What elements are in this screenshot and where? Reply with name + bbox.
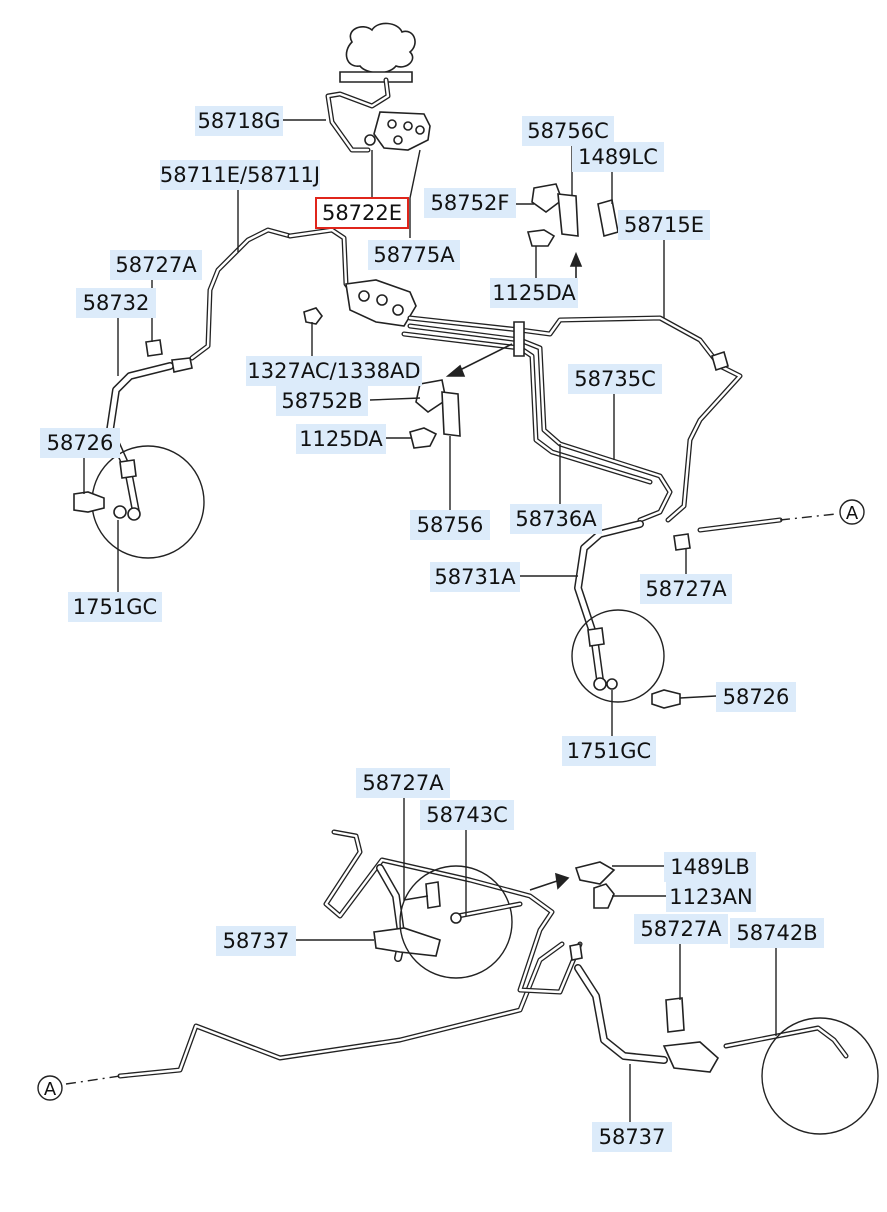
label-58727a-right-text: 58727A [645,577,727,601]
label-1123an-text: 1123AN [669,885,753,909]
label-58756-text: 58756 [417,513,484,537]
master-cylinder-assembly [339,22,431,151]
label-58722e-text: 58722E [322,201,402,225]
ref-a-bottom: A [37,1075,63,1101]
label-58752f-text: 58752F [431,191,510,215]
label-58775a-text: 58775A [373,243,455,267]
label-1751gc-right[interactable]: 1751GC [562,736,656,766]
ref-a-top-text: A [846,503,859,524]
label-1327ac-text: 1327AC/1338AD [247,359,420,383]
label-58727a-rear2[interactable]: 58727A [634,914,728,944]
label-1489lc-text: 1489LC [578,145,658,169]
label-58752f[interactable]: 58752F [424,188,516,218]
label-58736a[interactable]: 58736A [510,504,602,534]
label-58742b-text: 58742B [736,921,817,945]
label-1489lc[interactable]: 1489LC [572,142,664,172]
label-58718g[interactable]: 58718G [195,106,283,136]
label-58727a-left[interactable]: 58727A [110,250,202,280]
label-58727a-rear-text: 58727A [362,771,444,795]
label-58756[interactable]: 58756 [410,510,490,540]
label-58756c-text: 58756C [527,119,608,143]
label-1751gc-left-text: 1751GC [73,595,157,619]
label-1489lb[interactable]: 1489LB [664,852,756,882]
label-58735c[interactable]: 58735C [568,364,662,394]
label-1123an[interactable]: 1123AN [666,882,756,912]
label-58718g-text: 58718G [197,109,280,133]
label-58743c[interactable]: 58743C [420,800,514,830]
label-58711e-58711j[interactable]: 58711E/58711J [160,160,320,190]
label-58737-left[interactable]: 58737 [216,926,296,956]
ref-a-bottom-text: A [44,1079,57,1100]
label-58726-right[interactable]: 58726 [716,682,796,712]
label-1125da-top-text: 1125DA [492,281,576,305]
label-58756c[interactable]: 58756C [522,116,614,146]
label-58727a-right[interactable]: 58727A [640,574,732,604]
label-58726-right-text: 58726 [723,685,790,709]
label-58727a-rear2-text: 58727A [640,917,722,941]
label-58722e-highlighted[interactable]: 58722E [315,197,409,229]
label-1125da-mid[interactable]: 1125DA [296,424,386,454]
label-1125da-top[interactable]: 1125DA [490,278,578,308]
label-58742b[interactable]: 58742B [730,918,824,948]
label-58752b-text: 58752B [281,389,362,413]
label-58732-text: 58732 [83,291,150,315]
label-58732[interactable]: 58732 [76,288,156,318]
label-58737-right-text: 58737 [599,1125,666,1149]
label-58737-left-text: 58737 [223,929,290,953]
label-58711e-58711j-text: 58711E/58711J [160,163,320,187]
label-58727a-left-text: 58727A [115,253,197,277]
label-1125da-mid-text: 1125DA [299,427,383,451]
label-58726-left[interactable]: 58726 [40,428,120,458]
label-58752b[interactable]: 58752B [276,386,368,416]
label-58727a-rear[interactable]: 58727A [356,768,450,798]
label-58715e-text: 58715E [624,213,704,237]
label-1751gc-left[interactable]: 1751GC [68,592,162,622]
label-58726-left-text: 58726 [47,431,114,455]
ref-a-top: A [839,499,865,525]
label-58737-right[interactable]: 58737 [592,1122,672,1152]
label-58735c-text: 58735C [574,367,655,391]
label-58736a-text: 58736A [515,507,597,531]
label-1327ac-1338ad[interactable]: 1327AC/1338AD [246,356,422,386]
label-58743c-text: 58743C [426,803,507,827]
label-1751gc-right-text: 1751GC [567,739,651,763]
label-1489lb-text: 1489LB [670,855,750,879]
label-58715e[interactable]: 58715E [618,210,710,240]
junction-block [345,279,417,327]
label-58731a[interactable]: 58731A [430,562,520,592]
label-58775a[interactable]: 58775A [368,240,460,270]
label-58731a-text: 58731A [434,565,516,589]
rear-axle-lines [65,829,879,1135]
